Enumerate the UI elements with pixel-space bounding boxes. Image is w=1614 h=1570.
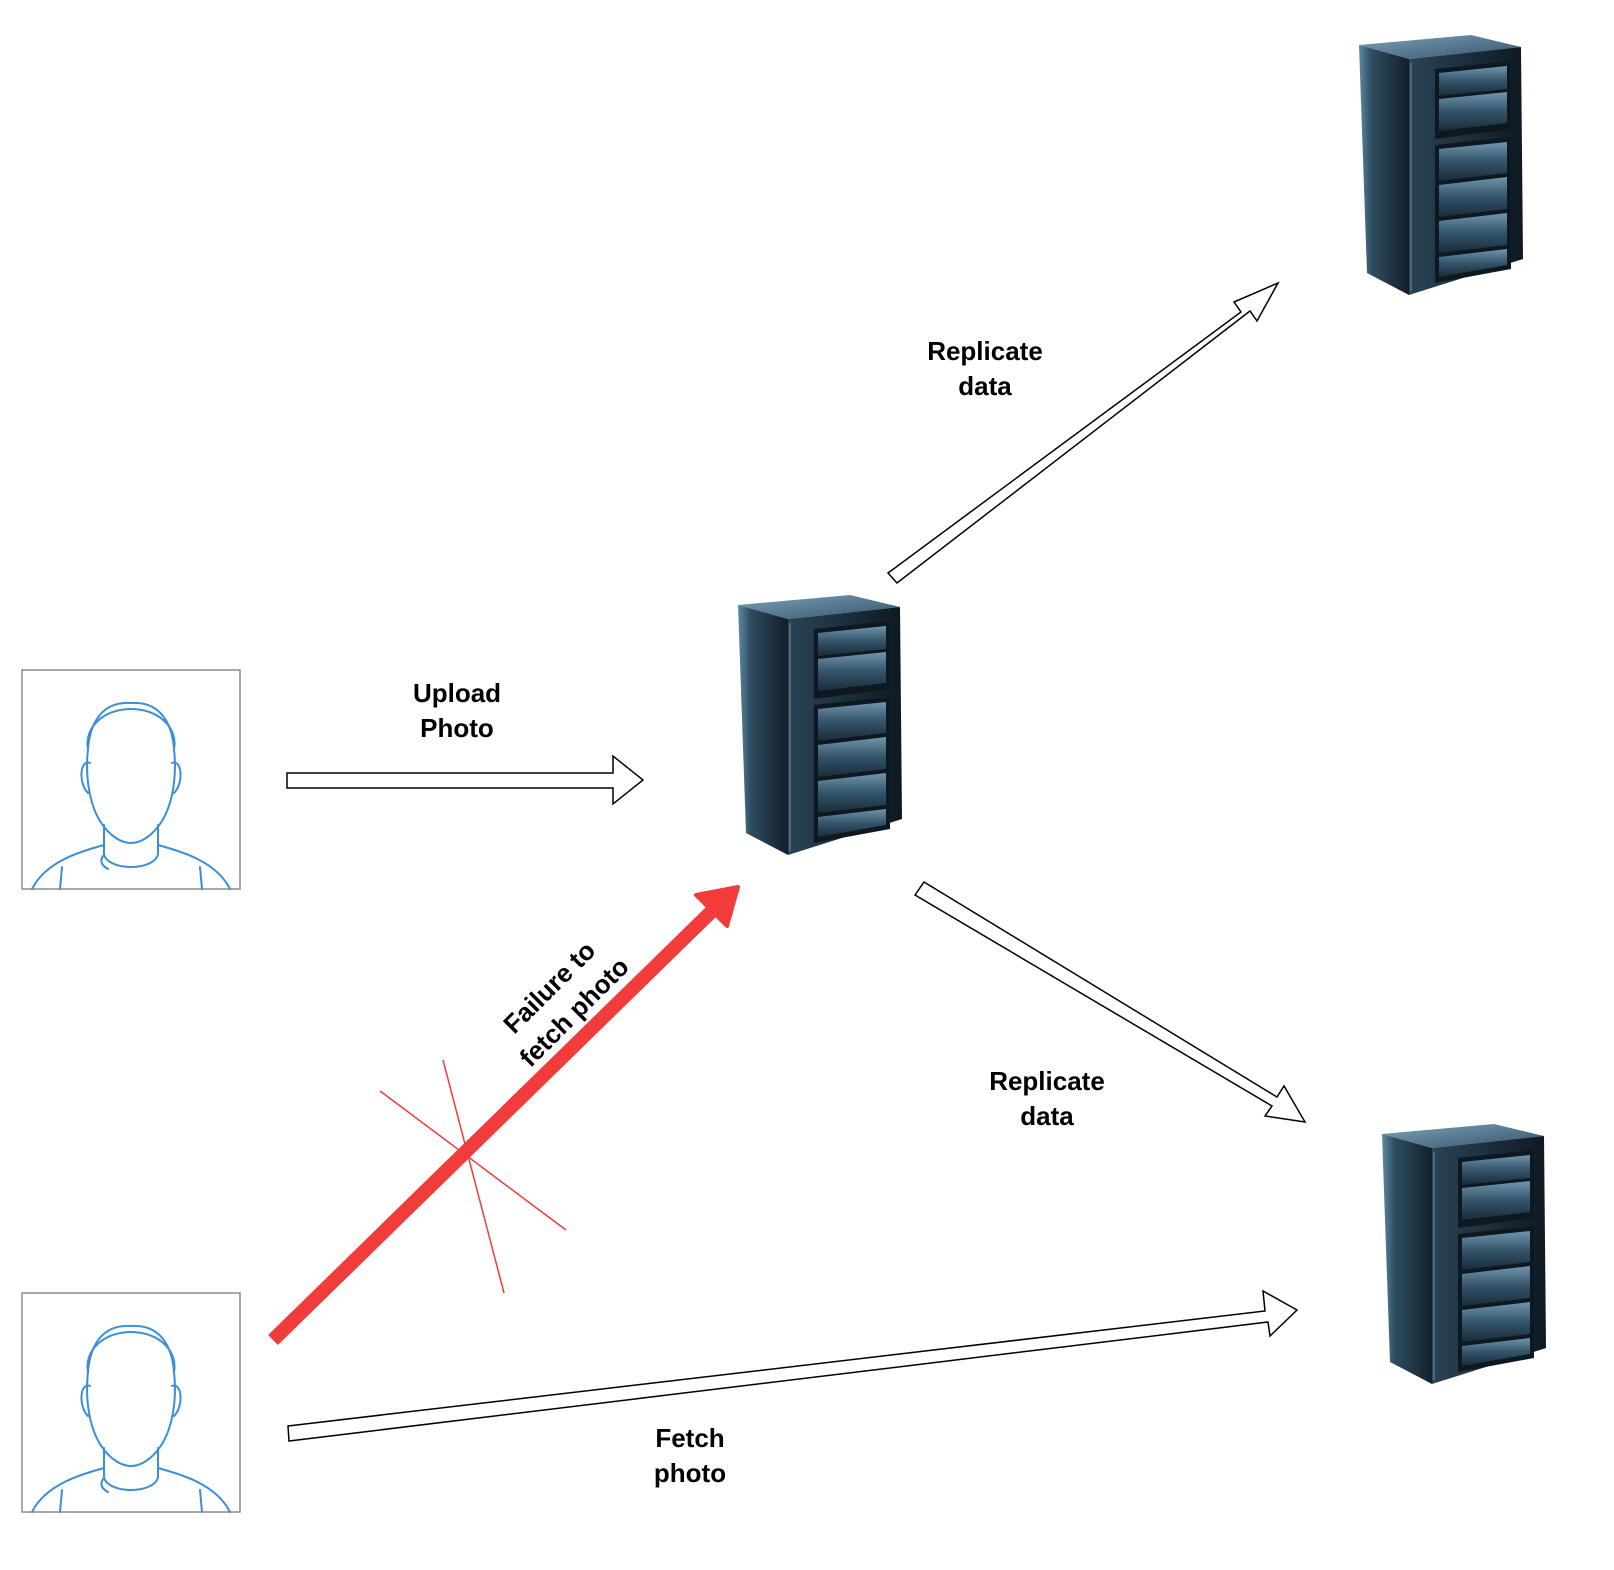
replicate-arrow-top [886,281,1280,585]
replicate-arrow-bottom [913,880,1307,1123]
label-replicate-bottom: Replicate data [989,1066,1105,1131]
server-icon-replica-top [1358,34,1524,296]
server-icon-primary [737,594,903,856]
fetch-arrow [287,1289,1299,1442]
server-icon-replica-bottom [1381,1123,1547,1385]
failure-cross-mark [379,1059,567,1294]
label-fetch-photo: Fetch photo [653,1423,727,1488]
failure-arrow [268,885,740,1346]
user-top [21,669,241,890]
label-upload-photo: Upload Photo [412,678,502,743]
upload-arrow [286,754,645,806]
user-bottom [21,1292,241,1513]
label-replicate-top: Replicate data [927,336,1043,401]
